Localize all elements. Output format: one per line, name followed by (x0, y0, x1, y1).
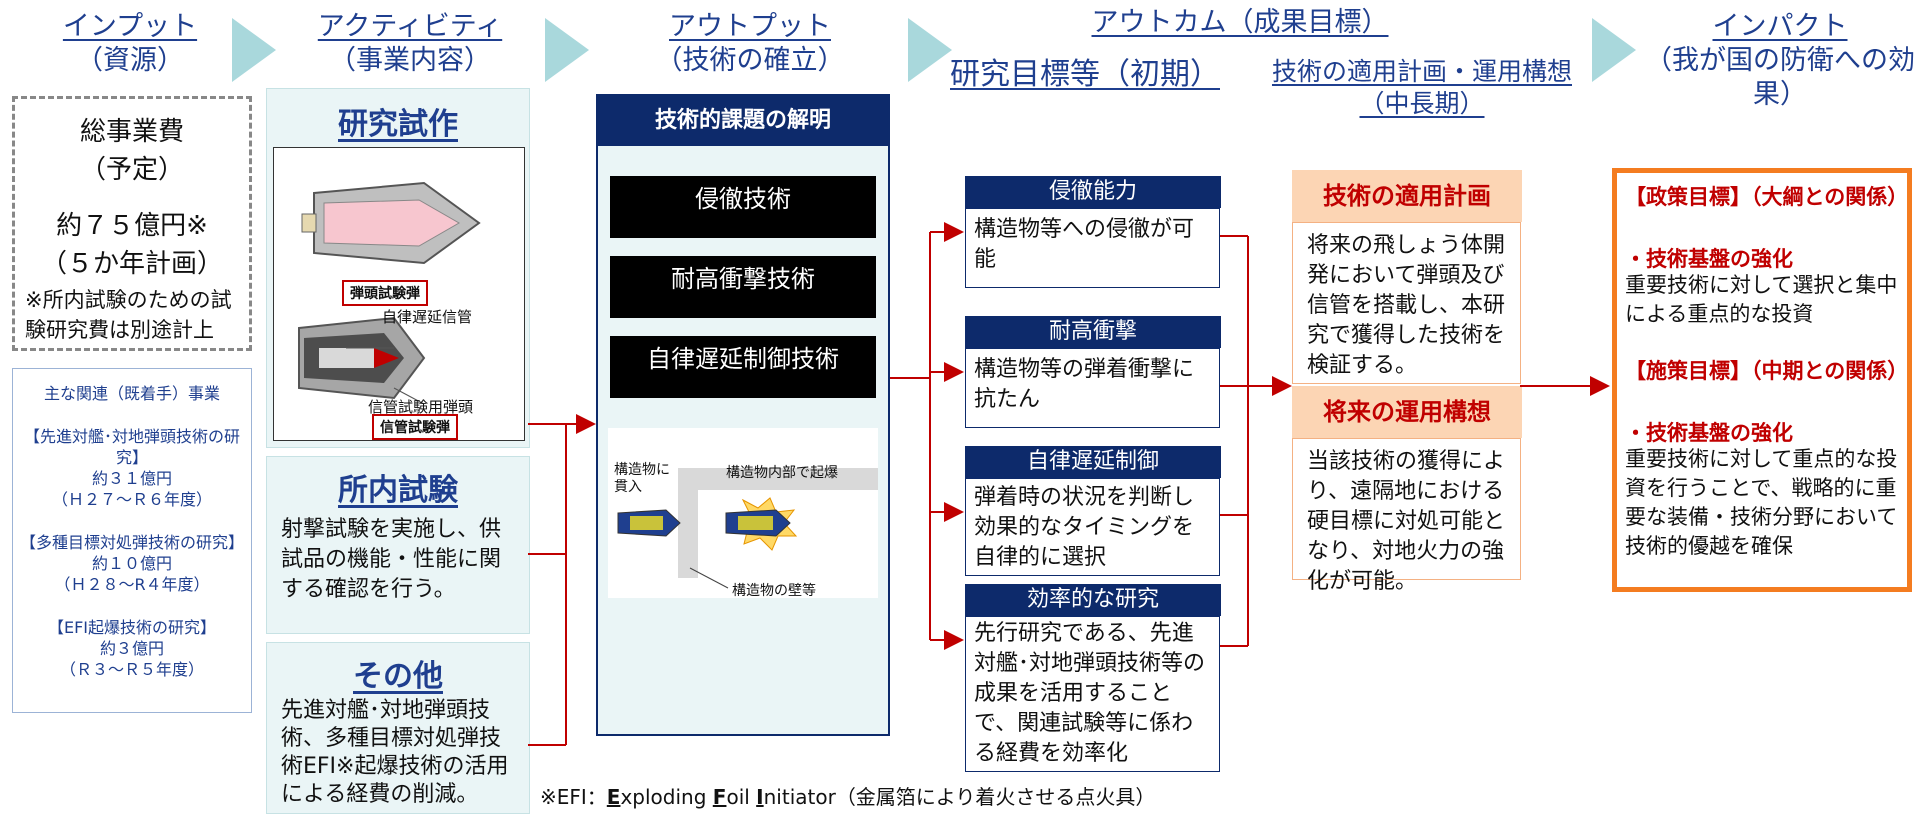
operation-concept-body: 当該技術の獲得により、遠隔地における硬目標に対処可能となり、対地火力の強化が可能… (1307, 449, 1506, 594)
policy-goal-sub: ・技術基盤の強化 (1625, 247, 1793, 271)
illus-label-detonate: 構造物内部で起爆 (726, 465, 838, 481)
inhouse-test-panel: 所内試験 射撃試験を実施し、供試品の機能・性能に関する確認を行う。 (266, 456, 530, 634)
outcome-delay-body: 弾着時の状況を判断し効果的なタイミングを自律的に選択 (974, 485, 1195, 570)
outcome-delay-box: 弾着時の状況を判断し効果的なタイミングを自律的に選択 (965, 478, 1220, 576)
inhouse-test-body: 射撃試験を実施し、供試品の機能・性能に関する確認を行う。 (281, 517, 502, 602)
tech-autonomous-delay: 自律遅延制御技術 (610, 336, 876, 398)
penetration-illustration (617, 468, 878, 589)
output-illustration: 構造物に貫入 構造物内部で起爆 構造物の壁等 (608, 428, 878, 599)
outcome-delay-title: 自律遅延制御 (965, 446, 1221, 478)
header-impact-sub: （我が国の防衛への効果） (1645, 45, 1915, 110)
measure-goal-body: 重要技術に対して重点的な投資を行うことで、戦略的に重要な装備・技術分野において技… (1625, 447, 1898, 558)
other-panel: その他 先進対艦･対地弾頭技術、多種目標対処弾技術EFI※起爆技術の活用による経… (266, 642, 530, 814)
other-title: その他 (353, 659, 443, 694)
footnote: ※EFI：Exploding Foil Initiator（金属箔により着火させ… (540, 785, 1156, 809)
outcome-penetration-title: 侵徹能力 (965, 176, 1221, 208)
operation-concept-title: 将来の運用構想 (1292, 386, 1522, 438)
header-output: アウトプット （技術の確立） (640, 10, 860, 78)
related-projects-box: 主な関連（既着手）事業 【先進対艦･対地弾頭技術の研究】 約３１億円 （Ｈ２７～… (12, 368, 252, 713)
label-autonomous-delay-fuze: 自律遅延信管 (382, 308, 473, 326)
outcome-penetration-body: 構造物等への侵徹が可能 (974, 217, 1195, 272)
chevron-arrow-2 (545, 18, 589, 82)
header-output-title: アウトプット (669, 11, 831, 42)
outcome-impact-box: 構造物等の弾着衝撃に抗たん (965, 348, 1220, 428)
application-plan-title: 技術の適用計画 (1292, 170, 1522, 222)
measure-goal-title: 【施策目標】（中期との関係） (1625, 359, 1909, 383)
operation-concept-box: 当該技術の獲得により、遠隔地における硬目標に対処可能となり、対地火力の強化が可能… (1292, 438, 1521, 594)
policy-goal-title: 【政策目標】（大綱との関係） (1625, 185, 1909, 209)
budget-line-1: 総事業費 (79, 117, 184, 147)
policy-goal-body: 重要技術に対して選択と集中による重点的な投資 (1625, 273, 1898, 326)
chevron-arrow-3 (908, 18, 952, 82)
application-plan-body: 将来の飛しょう体開発において弾頭及び信管を搭載し、本研究で獲得した技術を検証する… (1307, 233, 1506, 378)
related-title: 主な関連（既着手）事業 (43, 384, 220, 403)
output-title: 技術的課題の解明 (598, 96, 888, 146)
budget-amount: 約７５億円※ (56, 211, 208, 241)
label-warhead-test-round: 弾頭試験弾 (342, 280, 428, 306)
illus-label-wall: 構造物の壁等 (732, 583, 816, 599)
related-item-3: 【EFI起爆技術の研究】 約３億円 （Ｒ３～Ｒ５年度） (47, 618, 217, 679)
header-outcome-early: 研究目標等（初期） (950, 57, 1220, 92)
measure-goal-sub: ・技術基盤の強化 (1625, 421, 1793, 445)
header-activity-sub: （事業内容） (329, 45, 491, 76)
header-outcome-title: アウトカム（成果目標） (1091, 7, 1389, 38)
outcome-impact-title: 耐高衝撃 (965, 316, 1221, 348)
related-item-1: 【先進対艦･対地弾頭技術の研究】 約３１億円 （Ｈ２７～Ｒ６年度） (23, 427, 240, 509)
warhead-illustration (298, 181, 481, 405)
label-fuze-test-round: 信管試験弾 (372, 414, 458, 440)
illus-label-penetrate: 構造物に貫入 (614, 462, 670, 495)
output-panel: 技術的課題の解明 侵徹技術 耐高衝撃技術 自律遅延制御技術 構造物に貫入 構造物… (596, 94, 890, 736)
outcome-efficiency-body: 先行研究である、先進対艦･対地弾頭技術等の成果を活用することで、関連試験等に係わ… (974, 621, 1206, 766)
other-body: 先進対艦･対地弾頭技術、多種目標対処弾技術EFI※起爆技術の活用による経費の削減… (281, 698, 509, 807)
header-activity-title: アクティビティ (317, 11, 503, 42)
budget-box: 総事業費 （予定） 約７５億円※ （５か年計画） ※所内試験のための試験研究費は… (12, 96, 252, 351)
impact-box: 【政策目標】（大綱との関係） ・技術基盤の強化 重要技術に対して選択と集中による… (1612, 168, 1912, 592)
prototype-title: 研究試作 (338, 107, 458, 142)
header-input-sub: （資源） (76, 45, 184, 76)
chevron-arrow-1 (232, 18, 276, 82)
prototype-panel: 研究試作 弾頭試験弾 自律遅延信管 信管試験用弾頭 信管試験弾 (266, 88, 530, 448)
header-impact-title: インパクト (1712, 11, 1848, 42)
header-activity: アクティビティ （事業内容） (290, 10, 530, 78)
budget-period: （５か年計画） (40, 249, 223, 279)
header-impact: インパクト （我が国の防衛への効果） (1640, 10, 1920, 112)
outcome-impact-body: 構造物等の弾着衝撃に抗たん (974, 357, 1195, 412)
outcome-efficiency-box: 先行研究である、先進対艦･対地弾頭技術等の成果を活用することで、関連試験等に係わ… (965, 616, 1220, 772)
prototype-image-frame: 弾頭試験弾 自律遅延信管 信管試験用弾頭 信管試験弾 (273, 147, 525, 441)
header-output-sub: （技術の確立） (655, 45, 845, 76)
header-input-title: インプット (62, 11, 198, 42)
inhouse-test-title: 所内試験 (338, 473, 458, 508)
budget-note: ※所内試験のための試験研究費は別途計上 (25, 288, 232, 342)
outcome-efficiency-title: 効率的な研究 (965, 584, 1221, 616)
header-input: インプット （資源） (40, 10, 220, 78)
tech-high-impact: 耐高衝撃技術 (610, 256, 876, 318)
header-outcome: アウトカム（成果目標） (1070, 6, 1410, 40)
outcome-penetration-box: 構造物等への侵徹が可能 (965, 208, 1220, 288)
application-plan-box: 将来の飛しょう体開発において弾頭及び信管を搭載し、本研究で獲得した技術を検証する… (1292, 222, 1521, 384)
chevron-arrow-4 (1592, 18, 1636, 82)
related-item-2: 【多種目標対処弾技術の研究】 約１０億円 （Ｈ２８～R４年度） (19, 533, 244, 594)
label-fuze-test-warhead: 信管試験用弾頭 (368, 398, 474, 416)
tech-penetration: 侵徹技術 (610, 176, 876, 238)
budget-line-2: （予定） (79, 155, 184, 185)
header-outcome-long: 技術の適用計画・運用構想 （中長期） (1271, 57, 1572, 118)
